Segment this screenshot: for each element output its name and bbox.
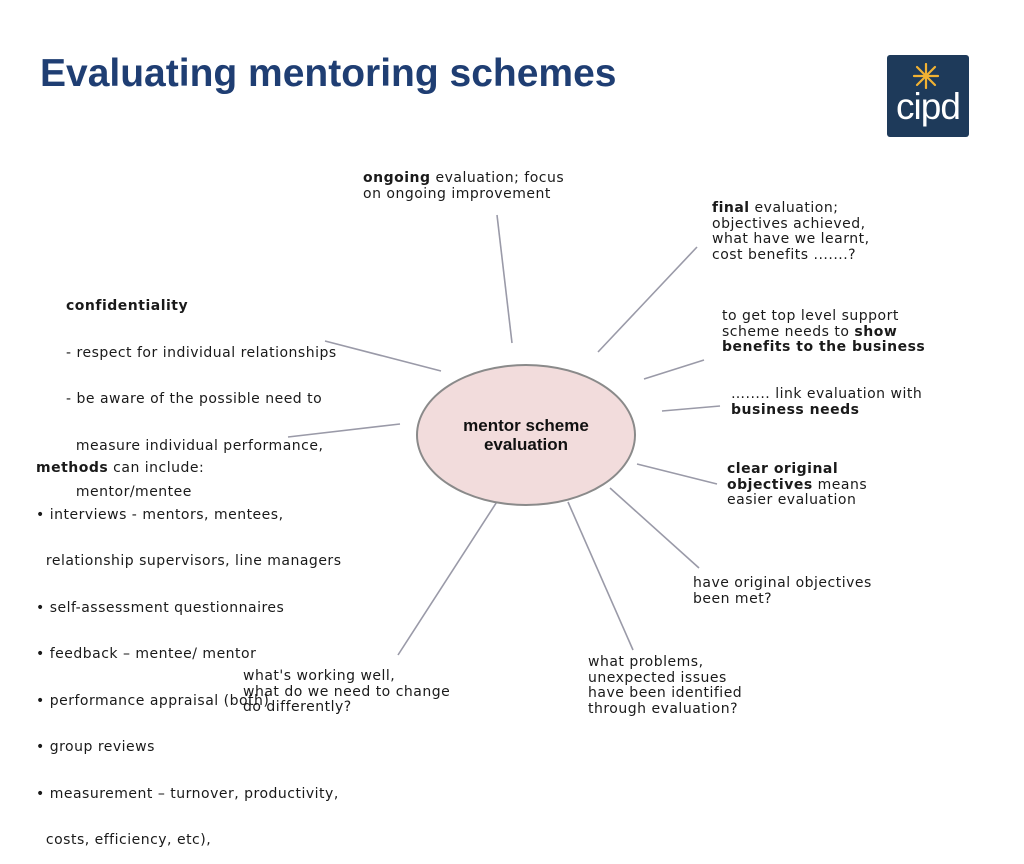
node-top-level: to get top level support scheme needs to… — [722, 308, 926, 356]
final-bold: final — [712, 200, 750, 216]
final-line3: what have we learnt, — [712, 231, 870, 247]
spoke-methods — [287, 423, 401, 438]
problems-line2: unexpected issues — [588, 669, 727, 686]
methods-item: relationship supervisors, line managers — [36, 553, 342, 569]
spoke-problems — [567, 501, 634, 651]
node-clear: clear original objectives means easier e… — [727, 461, 868, 509]
spoke-confidentiality — [324, 340, 442, 372]
logo-text: cipd — [896, 86, 961, 127]
star-icon — [912, 63, 940, 89]
slide-title: Evaluating mentoring schemes — [40, 52, 617, 95]
original-line2: been met? — [693, 590, 773, 607]
confidentiality-title: confidentiality — [66, 298, 189, 314]
clear-rest: means — [812, 476, 868, 493]
spoke-link — [661, 405, 721, 412]
ongoing-line2: on ongoing improvement — [363, 185, 551, 202]
final-rest: evaluation; — [749, 200, 839, 216]
top-level-bold: show — [854, 323, 898, 340]
methods-item: • interviews - mentors, mentees, — [36, 506, 284, 523]
confidentiality-item: - be aware of the possible need to — [66, 391, 323, 407]
confidentiality-item: - respect for individual relationships — [66, 344, 337, 361]
clear-line1: clear original — [727, 461, 839, 477]
node-ongoing: ongoing evaluation; focus on ongoing imp… — [363, 170, 565, 202]
problems-line3: have been identified — [588, 685, 743, 701]
spoke-ongoing — [496, 214, 513, 344]
node-link: …..... link evaluation with business nee… — [731, 386, 923, 418]
problems-line4: through evaluation? — [588, 700, 739, 717]
top-level-line1: to get top level support — [722, 308, 899, 324]
node-confidentiality: confidentiality - respect for individual… — [66, 268, 337, 516]
spoke-final — [597, 246, 698, 353]
methods-item: • measurement – turnover, productivity, — [36, 785, 339, 802]
methods-item: • feedback – mentee/ mentor — [36, 646, 257, 662]
spoke-top-level — [643, 359, 705, 380]
link-line1: …..... link evaluation with — [731, 386, 923, 402]
working-line2: what do we need to change — [243, 683, 451, 700]
methods-item: • group reviews — [36, 739, 155, 755]
methods-bold: methods — [36, 460, 109, 476]
working-line3: do differently? — [243, 699, 352, 715]
spoke-working — [397, 496, 501, 656]
final-line4: cost benefits .......? — [712, 246, 857, 263]
spoke-original — [609, 487, 700, 569]
hub-ellipse: mentor scheme evaluation — [416, 364, 636, 506]
methods-rest: can include: — [108, 460, 205, 476]
top-level-pre: scheme needs to — [722, 323, 855, 340]
ongoing-rest: evaluation; focus — [430, 170, 565, 186]
confidentiality-item: measure individual performance, — [66, 437, 324, 454]
hub-label: mentor scheme evaluation — [463, 416, 589, 454]
original-line1: have original objectives — [693, 575, 872, 591]
working-line1: what's working well, — [243, 668, 396, 684]
clear-bold: objectives — [727, 476, 813, 493]
node-final: final evaluation; objectives achieved, w… — [712, 200, 870, 263]
link-line2: business needs — [731, 401, 860, 418]
node-original: have original objectives been met? — [693, 575, 872, 607]
methods-item: • self-assessment questionnaires — [36, 599, 285, 616]
confidentiality-item: mentor/mentee — [66, 484, 192, 500]
methods-item: costs, efficiency, etc), — [36, 832, 212, 848]
spoke-clear — [636, 463, 718, 485]
methods-item: • performance appraisal (both) — [36, 692, 270, 709]
ongoing-bold: ongoing — [363, 170, 431, 186]
clear-line3: easier evaluation — [727, 492, 857, 508]
cipd-logo: cipd — [887, 55, 969, 137]
final-line2: objectives achieved, — [712, 215, 866, 232]
node-working: what's working well, what do we need to … — [243, 668, 451, 716]
spoke-lines — [287, 214, 721, 656]
node-problems: what problems, unexpected issues have be… — [588, 654, 743, 717]
top-level-line3: benefits to the business — [722, 339, 926, 355]
problems-line1: what problems, — [588, 654, 704, 670]
